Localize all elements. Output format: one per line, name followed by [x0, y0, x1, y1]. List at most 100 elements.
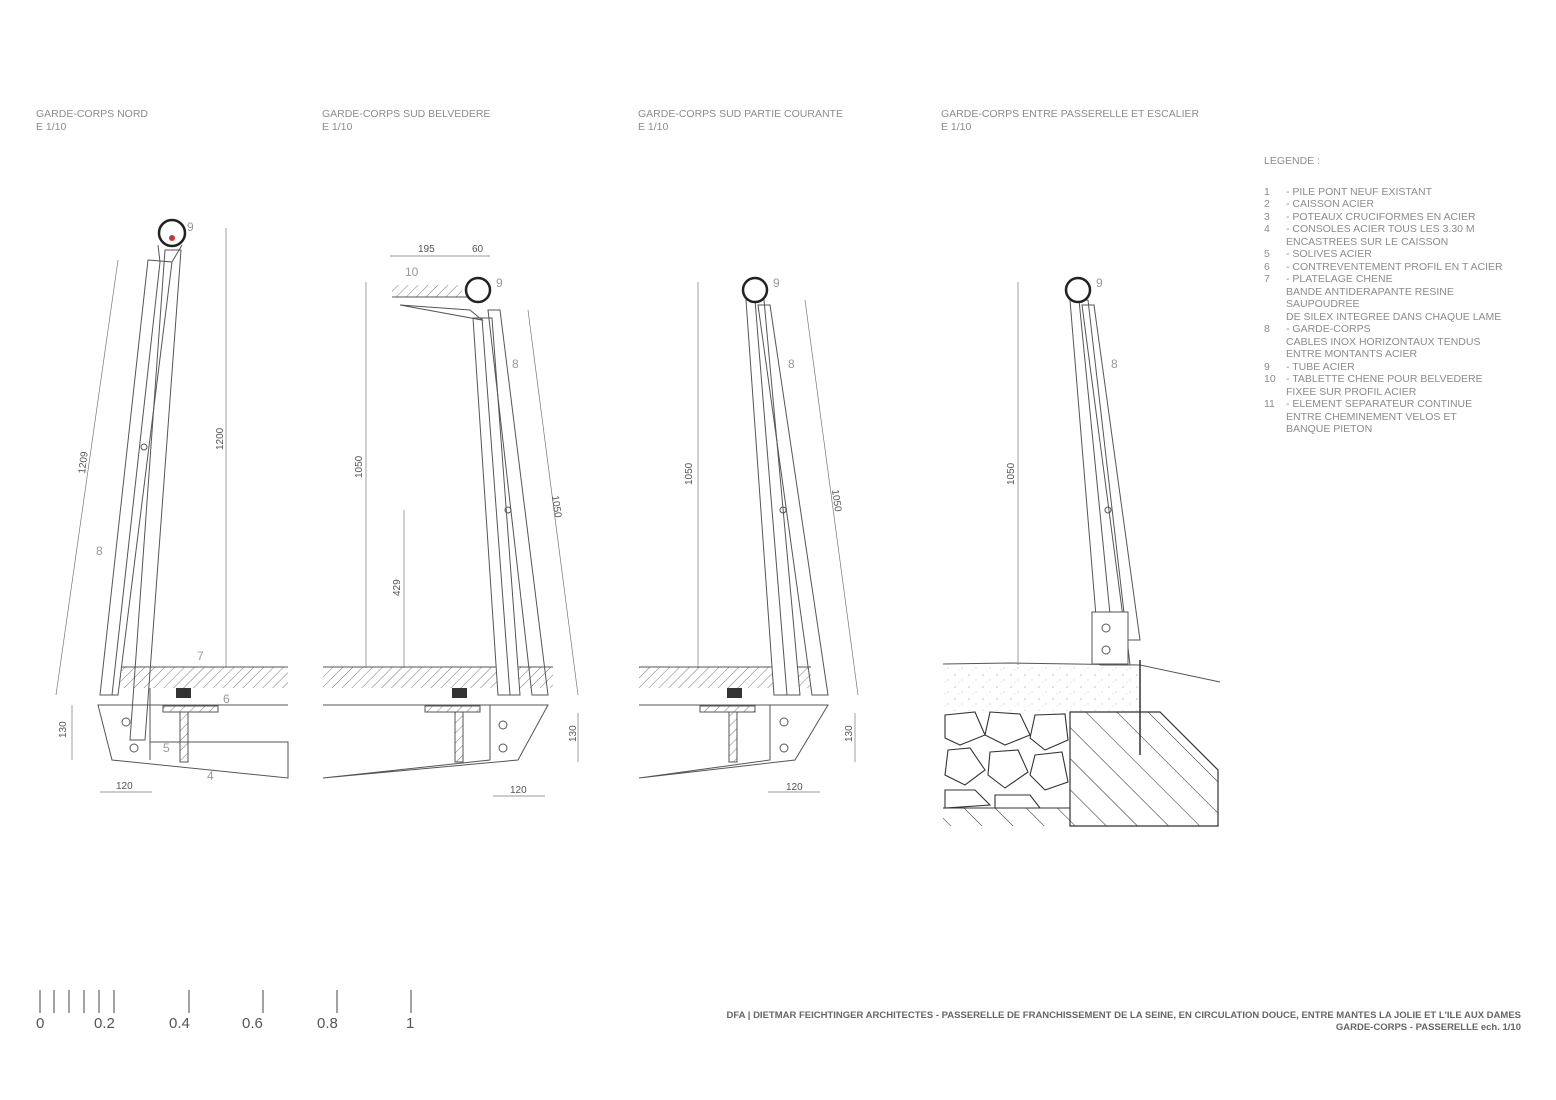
bolt	[1101, 645, 1111, 655]
callout-courante-guardrail: 8	[788, 357, 795, 371]
callout-nord-tube: 9	[187, 220, 194, 234]
section-title-courante: GARDE-CORPS SUD PARTIE COURANTE E 1/10	[638, 108, 843, 134]
title-block-line2: GARDE-CORPS - PASSERELLE ech. 1/10	[1335, 1022, 1521, 1033]
legend-item: 8 - GARDE-CORPS	[1264, 323, 1503, 336]
base-plate	[1091, 611, 1129, 665]
callout-escalier-tube: 9	[1096, 276, 1103, 290]
dim-courante-width: 120	[786, 782, 803, 793]
legend-item-continuation: FIXEE SUR PROFIL ACIER	[1286, 385, 1417, 398]
legend-item-text: - PLATELAGE CHENE	[1286, 273, 1393, 285]
dim-belvedere-slope: 1050	[549, 495, 563, 519]
scale-label-0: 0	[36, 1015, 45, 1032]
brace	[487, 309, 549, 696]
legend-item-number: 3	[1264, 210, 1270, 223]
rail-block	[727, 688, 742, 698]
scale-label-1: 1	[406, 1015, 415, 1032]
legend-item-number: 5	[1264, 248, 1270, 260]
tablette-hatch	[392, 285, 462, 297]
dim-line-slope	[804, 299, 859, 696]
bolt	[129, 743, 139, 753]
legend-item-number: 1	[1264, 185, 1270, 198]
legend-item-number: 8	[1264, 323, 1270, 335]
callout-courante-tube: 9	[773, 276, 780, 290]
dim-belvedere-mid: 429	[392, 579, 403, 596]
legend-item-text: - PILE PONT NEUF EXISTANT	[1286, 185, 1433, 198]
legend-item: 5- SOLIVES ACIER	[1264, 248, 1503, 261]
legend-item-text: - CONTREVENTEMENT PROFIL EN T ACIER	[1286, 260, 1503, 273]
callout-nord-joist: 5	[163, 741, 170, 755]
callout-labels: 9 8 7 6 5 4 10 9 8 9 8 9 8	[96, 220, 1118, 783]
brace	[757, 304, 829, 696]
tube	[157, 218, 187, 248]
foundation-hatch	[943, 808, 1070, 826]
section-escalier-drawing	[942, 276, 1221, 827]
dim-nord-height: 1200	[215, 427, 226, 450]
section-title-text: GARDE-CORPS SUD PARTIE COURANTE	[638, 108, 843, 120]
section-courante-drawing	[638, 276, 859, 793]
legend-item-continuation: ENTRE CHEMINEMENT VELOS ET	[1286, 410, 1457, 423]
legend-title: LEGENDE :	[1264, 155, 1321, 167]
post-line	[111, 261, 161, 696]
scale-label-0.2: 0.2	[94, 1015, 115, 1032]
post-line	[1078, 299, 1116, 666]
bolt	[779, 743, 789, 753]
t-beam-web	[454, 711, 464, 763]
brace	[1081, 304, 1141, 641]
legend-item-number: 11	[1264, 398, 1275, 410]
callout-belvedere-tube: 9	[496, 276, 503, 290]
t-beam-flange	[162, 705, 219, 713]
section-title-escalier: GARDE-CORPS ENTRE PASSERELLE ET ESCALIER…	[941, 108, 1199, 134]
bolt	[140, 443, 148, 451]
bolt	[1101, 623, 1111, 633]
legend-item-continuation: ENCASTREES SUR LE CAISSON	[1286, 235, 1449, 248]
legend-item-continuation: DE SILEX INTEGREE DANS CHAQUE LAME	[1286, 310, 1502, 323]
dim-belvedere-top-a: 195	[418, 244, 435, 255]
legend-item-continuation: CABLES INOX HORIZONTAUX TENDUS	[1286, 335, 1481, 348]
dim-line-slope	[527, 309, 579, 696]
callout-escalier-guardrail: 8	[1111, 357, 1118, 371]
scale-bar: 0 0.2 0.4 0.6 0.8 1	[30, 985, 430, 1035]
section-belvedere-drawing	[322, 255, 579, 797]
legend-item-text: - GARDE-CORPS	[1286, 323, 1371, 335]
scale-label-0.6: 0.6	[242, 1015, 263, 1032]
tube	[1064, 276, 1092, 304]
legend-item: 4- CONSOLES ACIER TOUS LES 3.30 M	[1264, 223, 1503, 236]
legend-item: 9- TUBE ACIER	[1264, 361, 1503, 374]
bolt	[121, 717, 131, 727]
legend-item-number: 9	[1264, 360, 1270, 373]
callout-nord-guardrail: 8	[96, 544, 103, 558]
post-top-right	[171, 244, 183, 263]
bolt	[498, 720, 508, 730]
section-scale: E 1/10	[322, 121, 353, 133]
section-nord-drawing	[55, 218, 289, 793]
callout-nord-bracing: 6	[223, 692, 230, 706]
callout-belvedere-guardrail: 8	[512, 357, 519, 371]
scale-label-0.8: 0.8	[317, 1015, 338, 1032]
rail-block	[452, 688, 467, 698]
dim-courante-base: 130	[844, 725, 855, 742]
stone-masonry	[944, 711, 1069, 809]
deck-hatch	[323, 667, 553, 688]
legend-item-number: 7	[1264, 273, 1270, 285]
post-top-left	[157, 244, 161, 263]
tube	[464, 276, 492, 304]
deck-hatch	[639, 667, 811, 688]
t-beam-web	[728, 711, 738, 763]
legend-item: 3- POTEAUX CRUCIFORMES EN ACIER	[1264, 211, 1503, 224]
legend-item: 1 - PILE PONT NEUF EXISTANT	[1264, 186, 1503, 199]
rail-block	[176, 688, 191, 698]
callout-nord-deck: 7	[197, 649, 204, 663]
brace	[129, 249, 182, 741]
t-beam-flange	[699, 705, 756, 713]
dim-line-slope	[55, 259, 119, 696]
concrete-block	[1069, 711, 1219, 827]
legend-item-continuation: BANDE ANTIDERAPANTE RESINE	[1286, 285, 1454, 298]
legend-item-continuation: ENTRE MONTANTS ACIER	[1286, 348, 1418, 360]
section-scale: E 1/10	[941, 121, 972, 133]
dimension-labels: 1209 1200 130 120 195 60 1050 429 1050 1…	[58, 244, 1017, 796]
dim-escalier-height: 1050	[1006, 462, 1017, 485]
gravel	[943, 666, 1143, 711]
section-title-text: GARDE-CORPS NORD	[36, 108, 149, 120]
dim-nord-base: 130	[58, 721, 69, 738]
